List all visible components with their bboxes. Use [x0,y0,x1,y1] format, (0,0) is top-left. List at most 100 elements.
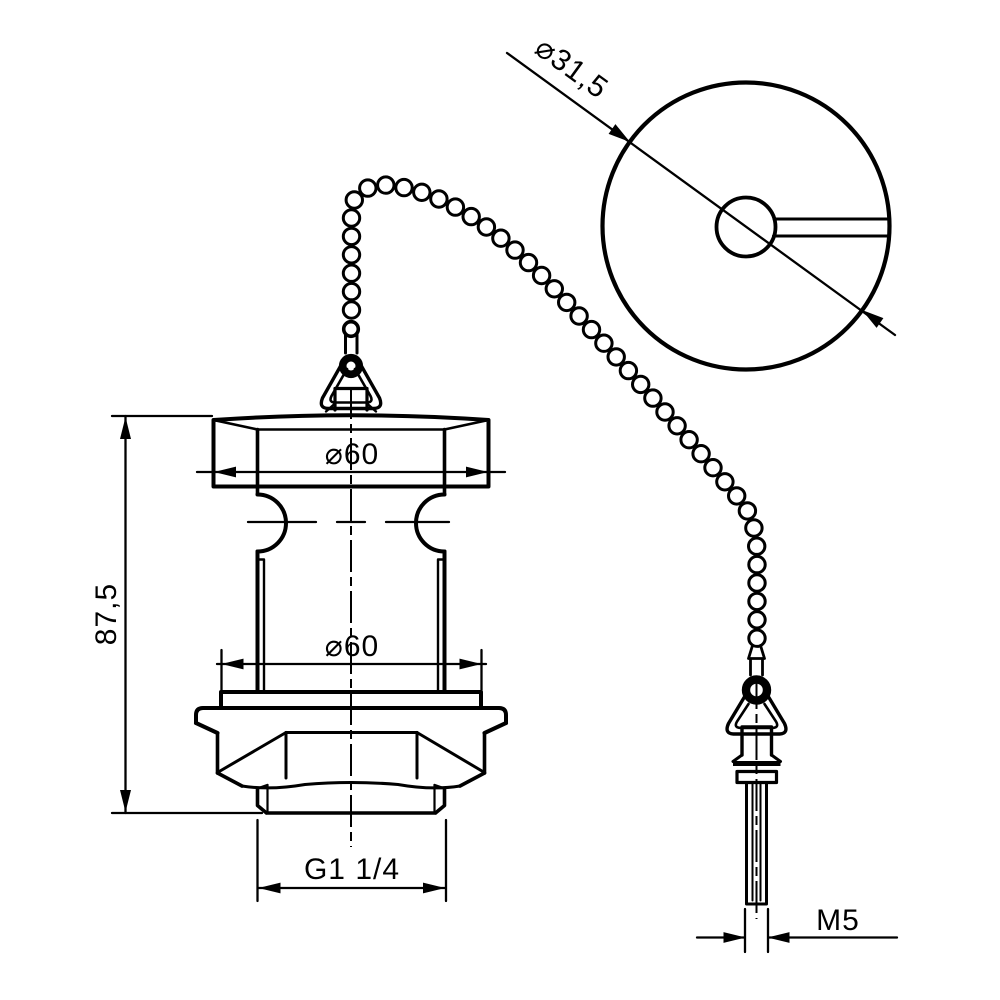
top-view-diameter-label: ⌀31,5 [529,31,614,106]
extension-lines [110,414,264,815]
dimension-connection-thread: G1 1/4 [256,818,448,903]
plug-cap [211,413,491,489]
chain-ball [594,333,614,353]
dimension-line [505,51,897,337]
chain-ball [341,245,362,265]
chain-ball [747,573,767,593]
chain-ball [557,292,577,313]
chain-ball [376,175,396,195]
arrowhead [120,790,131,812]
thread-inner [266,784,436,813]
arrowhead [723,932,746,943]
chain-ball [445,197,466,217]
extension-lines [743,907,770,954]
chain-ball [341,208,362,228]
arrowhead [767,932,790,943]
arrowhead [608,124,630,142]
flange-diameter-label: ⌀60 [325,630,379,663]
chain-ball [341,226,362,247]
dimension-overall-height: 87,5 [90,414,264,815]
body-wall-inner [256,558,446,694]
chain-ball [341,263,362,283]
chain-ball [341,281,362,302]
arrowhead [221,658,244,670]
cap-chamfer-right [443,418,490,431]
dimension-flange-diameter: ⌀60 [215,630,488,692]
arrowhead [258,882,281,894]
body-wall-outer [255,549,447,694]
arrowhead [466,466,488,478]
chain-ball [747,554,767,575]
chain-ball [691,444,711,464]
chain-ball [429,189,449,209]
dimension-top-view-diameter: ⌀31,5 [505,31,897,337]
chain-ball [412,182,432,203]
chain-end-ball [341,319,361,339]
waste-front-view [194,387,508,847]
hex-nut-bottom-chamfers [215,771,487,788]
chain-ball [476,217,497,237]
stay-head-flare [731,753,782,763]
top-view-center-hole [714,195,778,259]
stay-thread-label: M5 [816,904,860,937]
stay-rod-thread-lines [751,782,762,902]
hex-nut-facet-edges [284,731,419,780]
hex-nut-corner-edges [216,731,486,774]
hook-stem-wire [344,332,359,355]
arrowhead [120,417,131,439]
arrowhead [214,466,236,478]
chain-ball [569,306,589,326]
ball-chain [341,175,767,648]
chain-ball [491,228,511,248]
chain-ball [744,518,764,538]
chain-stay [725,644,788,919]
chain-ball [747,628,767,648]
cap-diameter-label: ⌀60 [325,438,379,471]
chain-ball [518,252,539,273]
chain-ball [341,300,362,320]
chain-ball [581,319,602,340]
chain-ball [703,458,723,478]
chain-ball [747,591,767,612]
chain-ball [727,486,747,506]
chain-ball [531,265,552,286]
plug-stem-flare [324,402,378,413]
chain-ball [737,501,758,521]
chain-path [352,185,758,642]
connection-thread-label: G1 1/4 [304,853,400,886]
stay-head [740,725,774,757]
chain-balls [341,175,767,648]
chain-ball [643,388,663,408]
chain-ball [679,430,699,450]
chain-ball [631,374,651,395]
cap-chamfer-left [212,418,259,431]
chain-ball [505,240,525,260]
chain-ball [655,402,675,422]
chain-ball [715,472,735,492]
dimension-cap-diameter: ⌀60 [195,438,507,478]
cap-inner-walls [255,427,447,497]
flange [219,690,483,710]
hex-nut-sides [215,731,487,775]
stay-washer [735,769,779,785]
chain-ball [461,206,481,227]
hook-ring [338,353,364,379]
flange-plate-chamfers [194,721,508,735]
chain-ball [544,279,564,299]
chain-ball [747,610,767,630]
chain-ball [358,178,378,198]
chain-ball [618,360,639,381]
arrowhead [459,658,482,670]
chain-ball [606,347,626,367]
chain-ball [747,536,767,556]
overall-height-label: 87,5 [90,583,123,645]
chain-ball [344,190,364,210]
dimension-stay-thread: M5 [695,904,899,954]
top-view [600,80,892,372]
stay-wire [749,657,764,677]
top-view-outer-circle [600,80,892,372]
chain-ball [394,177,414,198]
extension-lines [220,648,483,692]
arrowhead [862,310,884,328]
